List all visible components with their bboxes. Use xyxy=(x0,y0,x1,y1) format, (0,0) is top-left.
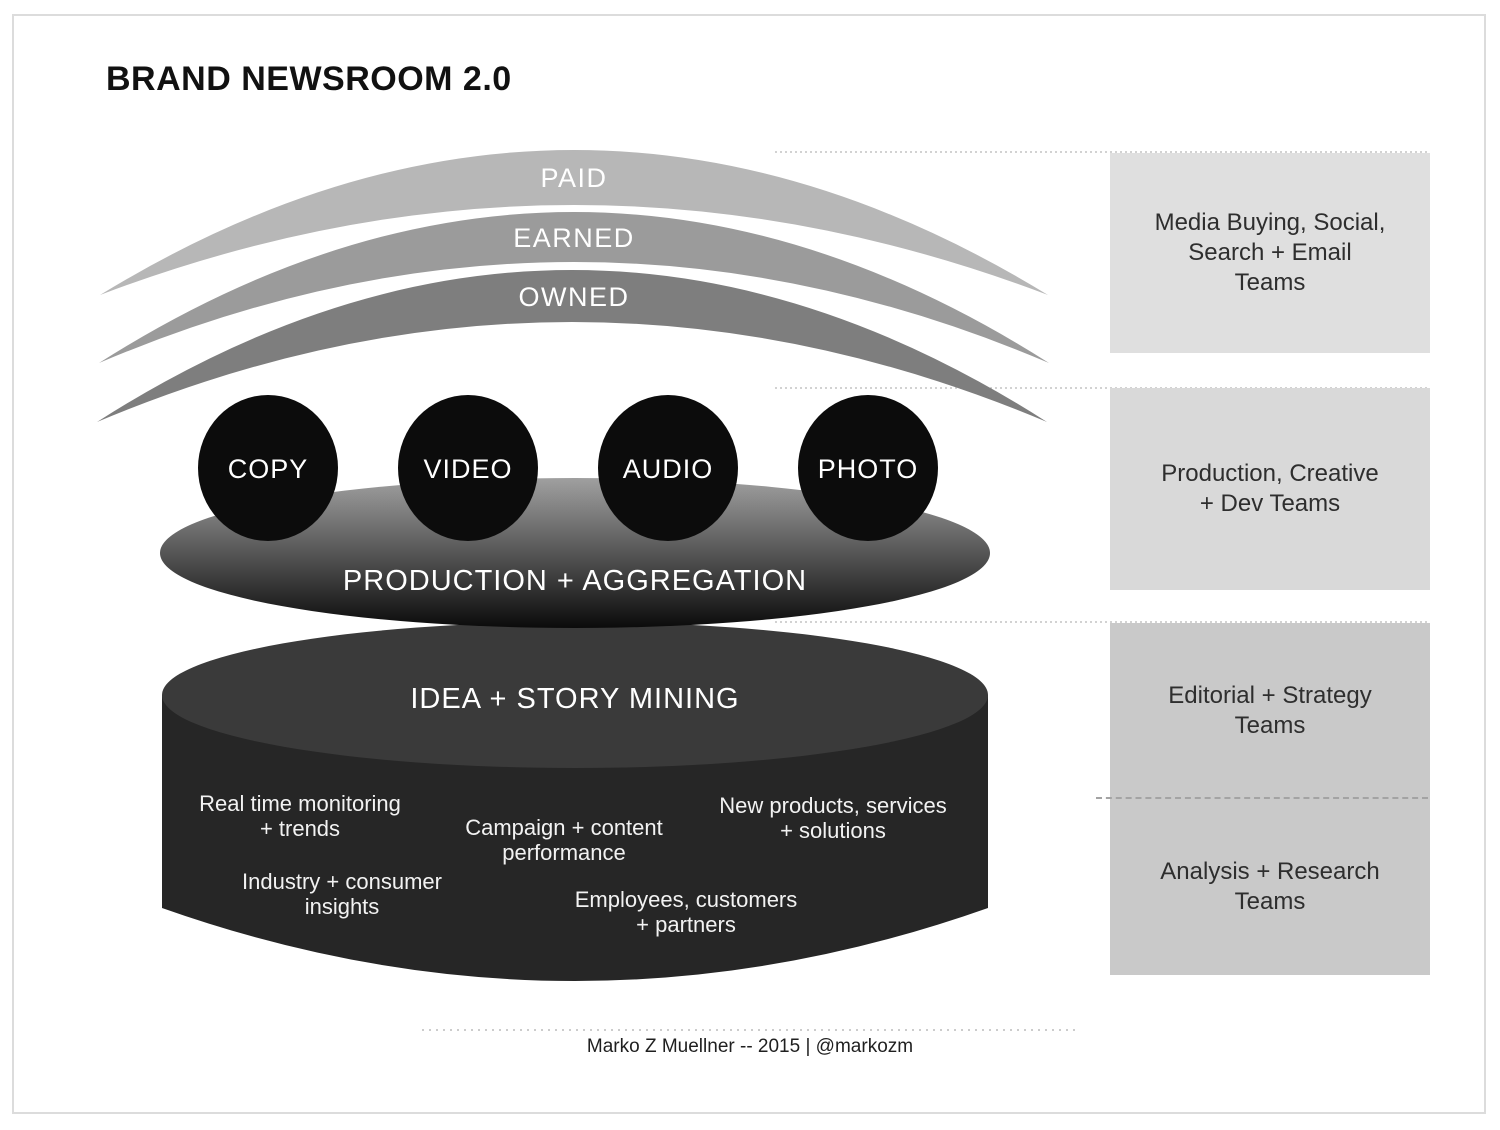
mining-item-line: New products, services xyxy=(719,793,947,818)
channel-label-copy: COPY xyxy=(227,454,309,484)
team-box-line: Editorial + Strategy xyxy=(1168,681,1372,709)
team-box-media-buying: Media Buying, Social, Search + Email Tea… xyxy=(1110,153,1430,353)
band-earned xyxy=(99,212,1049,363)
cylinder-top xyxy=(162,622,988,768)
mining-item-new-products: New products, services + solutions xyxy=(693,793,973,843)
channel-label-photo: PHOTO xyxy=(817,454,919,484)
team-box-line: + Dev Teams xyxy=(1199,490,1341,517)
mining-item-line: insights xyxy=(304,894,380,919)
mining-item-line: Employees, customers xyxy=(574,887,798,912)
mining-item-line: + solutions xyxy=(780,818,886,843)
band-label-earned: EARNED xyxy=(513,223,635,253)
channel-circle-video xyxy=(398,395,538,541)
team-box-divider xyxy=(1096,797,1428,799)
channel-circle-photo xyxy=(798,395,938,541)
mining-item-line: performance xyxy=(502,840,626,865)
slide-border xyxy=(12,14,1486,1114)
page-title: BRAND NEWSROOM 2.0 xyxy=(106,60,512,98)
mining-item-realtime: Real time monitoring + trends xyxy=(170,791,430,841)
band-paid xyxy=(100,150,1048,295)
channel-label-video: VIDEO xyxy=(423,454,513,484)
channel-label-audio: AUDIO xyxy=(622,454,714,484)
idea-label: IDEA + STORY MINING xyxy=(410,683,740,715)
team-box-line: Analysis + Research xyxy=(1160,857,1380,885)
mining-item-line: Real time monitoring xyxy=(199,791,401,816)
team-box-production: Production, Creative + Dev Teams xyxy=(1110,388,1430,590)
mining-item-line: + partners xyxy=(636,912,736,937)
mining-item-industry: Industry + consumer insights xyxy=(212,869,472,919)
band-owned xyxy=(97,270,1047,422)
footer-credit: Marko Z Muellner -- 2015 | @markozm xyxy=(586,1036,914,1057)
team-box-analysis: Analysis + Research Teams xyxy=(1110,798,1430,975)
mining-item-campaign: Campaign + content performance xyxy=(434,815,694,865)
team-box-line: Production, Creative xyxy=(1161,460,1379,487)
production-ellipse xyxy=(160,478,990,628)
team-box-line: Teams xyxy=(1234,887,1306,915)
band-label-owned: OWNED xyxy=(518,282,630,312)
mining-item-line: + trends xyxy=(259,816,341,841)
team-box-line: Teams xyxy=(1234,711,1306,739)
mining-item-line: Campaign + content xyxy=(465,815,663,840)
team-box-editorial: Editorial + Strategy Teams xyxy=(1110,623,1430,798)
production-label: PRODUCTION + AGGREGATION xyxy=(342,565,808,597)
cylinder-body xyxy=(162,695,988,981)
team-box-line: Media Buying, Social, xyxy=(1154,209,1386,236)
band-label-paid: PAID xyxy=(540,163,608,193)
team-box-line: Search + Email xyxy=(1188,239,1352,266)
channel-circle-copy xyxy=(198,395,338,541)
mining-item-line: Industry + consumer xyxy=(242,869,442,894)
channel-circle-audio xyxy=(598,395,738,541)
team-box-line: Teams xyxy=(1234,269,1306,296)
mining-item-employees: Employees, customers + partners xyxy=(546,887,826,937)
